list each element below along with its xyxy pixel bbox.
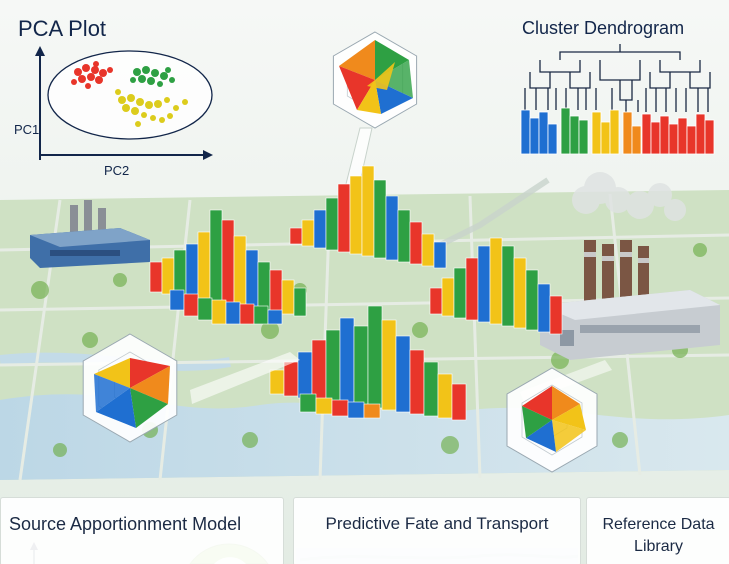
- factory-right: [540, 172, 720, 360]
- pca-plot-title: PCA Plot: [18, 16, 107, 41]
- source-apportionment-title: Source Apportionment Model: [9, 514, 242, 534]
- reference-library-title-line2: Library: [634, 538, 683, 555]
- pca-plot: [35, 46, 213, 160]
- pca-red-cluster: [71, 61, 113, 89]
- left-radar-chart: [82, 333, 178, 443]
- pca-x-axis-label: PC2: [104, 163, 130, 178]
- left-radar-connector: [190, 352, 300, 404]
- reference-library-title-line1: Reference Data: [602, 516, 715, 533]
- dendrogram-title: Cluster Dendrogram: [522, 18, 685, 38]
- source-apportionment-panel[interactable]: Source Apportionment Model: [0, 497, 284, 564]
- right-radar-chart: [506, 367, 598, 473]
- bar-cluster-center: [269, 305, 467, 421]
- pca-x-arrow-icon: [203, 150, 213, 160]
- bar-cluster-top: [289, 165, 447, 269]
- factory-left: [30, 200, 150, 268]
- fate-transport-panel[interactable]: Predictive Fate and Transport: [293, 497, 581, 564]
- top-radar-chart: [332, 31, 418, 129]
- bar-cluster-left: [149, 209, 307, 325]
- pca-y-axis-label: PC1: [14, 122, 40, 137]
- fate-transport-title: Predictive Fate and Transport: [325, 514, 549, 533]
- pca-y-arrow-icon: [35, 46, 45, 56]
- pca-yellow-cluster: [115, 89, 188, 127]
- bar-cluster-right: [429, 237, 563, 335]
- pca-green-cluster: [130, 66, 175, 87]
- cluster-dendrogram: [438, 44, 715, 248]
- reference-library-panel[interactable]: Reference Data Library: [586, 497, 729, 564]
